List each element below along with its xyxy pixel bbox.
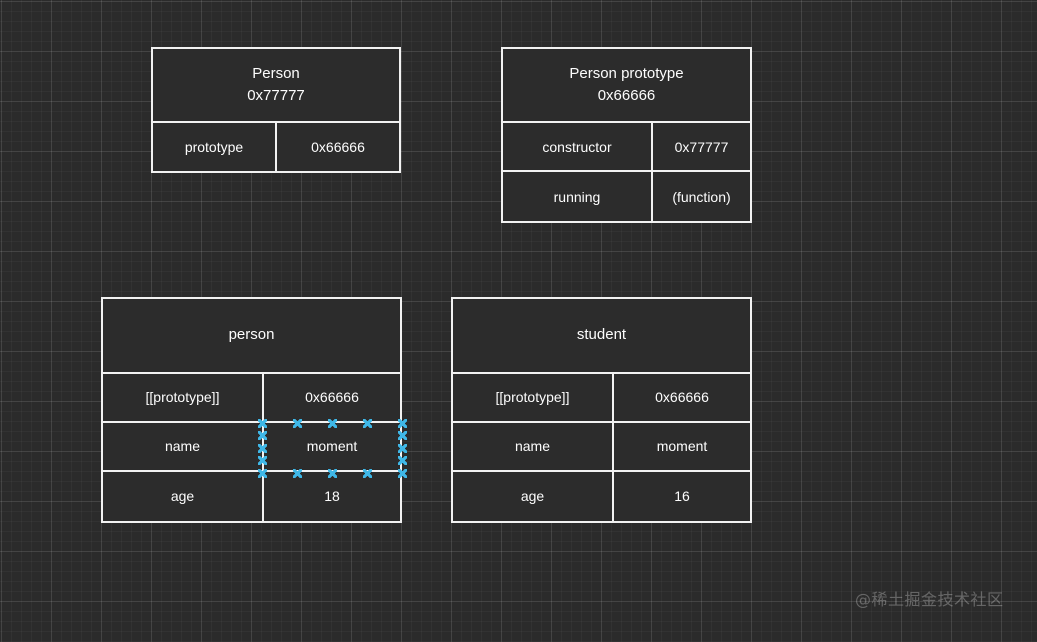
- row-key: prototype: [153, 122, 277, 171]
- uml-table-title: person: [103, 299, 400, 374]
- row-value: 0x66666: [311, 138, 365, 155]
- table-row[interactable]: [[prototype]] 0x66666: [103, 373, 400, 423]
- row-key: [[prototype]]: [103, 373, 264, 421]
- table-row[interactable]: name moment: [453, 422, 750, 472]
- row-value: 0x77777: [674, 138, 729, 155]
- row-value-selected[interactable]: moment: [306, 438, 358, 455]
- table-row[interactable]: constructor 0x77777: [503, 123, 750, 173]
- row-value: 0x66666: [305, 389, 359, 406]
- table-row[interactable]: age 16: [453, 471, 750, 521]
- row-key: name: [103, 422, 264, 470]
- table-row[interactable]: name moment: [103, 422, 400, 472]
- uml-table-title: student: [453, 299, 750, 374]
- table-row[interactable]: age 18: [103, 471, 400, 521]
- uml-table-person-constructor[interactable]: Person 0x77777 prototype 0x66666: [151, 47, 401, 173]
- row-key: age: [453, 471, 614, 521]
- row-value: (function): [672, 188, 731, 205]
- uml-table-title: Person prototype 0x66666: [503, 49, 750, 124]
- uml-table-person-prototype[interactable]: Person prototype 0x66666 constructor 0x7…: [501, 47, 752, 223]
- row-key: name: [453, 422, 614, 470]
- row-key: constructor: [503, 123, 653, 171]
- row-value: 16: [674, 488, 690, 505]
- row-value: moment: [656, 438, 708, 455]
- table-row[interactable]: [[prototype]] 0x66666: [453, 373, 750, 423]
- row-value: 0x66666: [655, 389, 709, 406]
- uml-table-student-instance[interactable]: student [[prototype]] 0x66666 name momen…: [451, 297, 752, 523]
- watermark: @稀土掘金技术社区: [855, 590, 1004, 609]
- table-row[interactable]: prototype 0x66666: [153, 122, 399, 171]
- table-row[interactable]: running (function): [503, 172, 750, 221]
- row-key: running: [503, 172, 653, 221]
- row-key: age: [103, 471, 264, 521]
- row-key: [[prototype]]: [453, 373, 614, 421]
- uml-table-person-instance[interactable]: person [[prototype]] 0x66666 name moment…: [101, 297, 402, 523]
- row-value: 18: [324, 488, 340, 505]
- uml-table-title: Person 0x77777: [153, 49, 399, 123]
